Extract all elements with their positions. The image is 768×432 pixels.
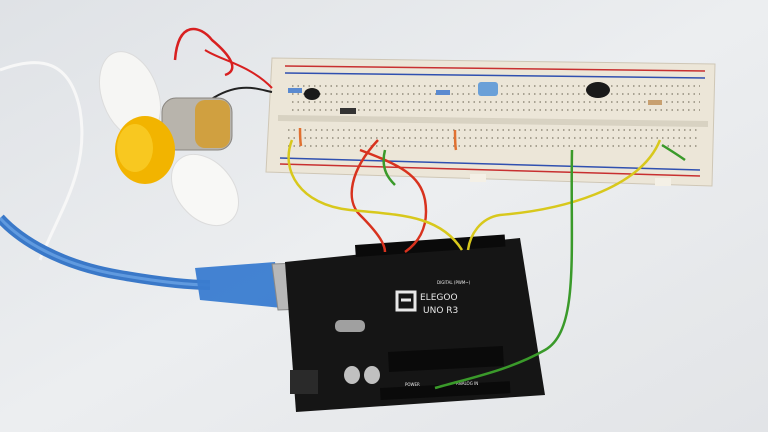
board-model: UNO R3: [423, 306, 458, 316]
diode-component: [340, 108, 356, 114]
arduino-board: ELEGOO UNO R3 DIGITAL (PWM~) POWER ANALO…: [285, 234, 545, 412]
transistor-component: [304, 88, 320, 100]
jumper-wires: [287, 127, 686, 390]
led-component: [478, 82, 498, 96]
elegoo-logo: [395, 290, 417, 312]
dc-motor-fan: [99, 27, 273, 227]
digital-header-label: DIGITAL (PWM~): [437, 280, 471, 285]
analog-header-label: ANALOG IN: [456, 381, 478, 386]
resistor-component: [288, 88, 302, 93]
capacitor: [344, 366, 360, 384]
breadboard: [265, 57, 716, 187]
transistor-component: [586, 82, 610, 98]
resistor-component: [648, 100, 662, 105]
white-cable: [0, 61, 84, 261]
capacitor: [364, 366, 380, 384]
power-header-label: POWER: [405, 382, 420, 387]
board-brand: ELEGOO: [420, 293, 458, 303]
resistor-component: [436, 90, 450, 95]
